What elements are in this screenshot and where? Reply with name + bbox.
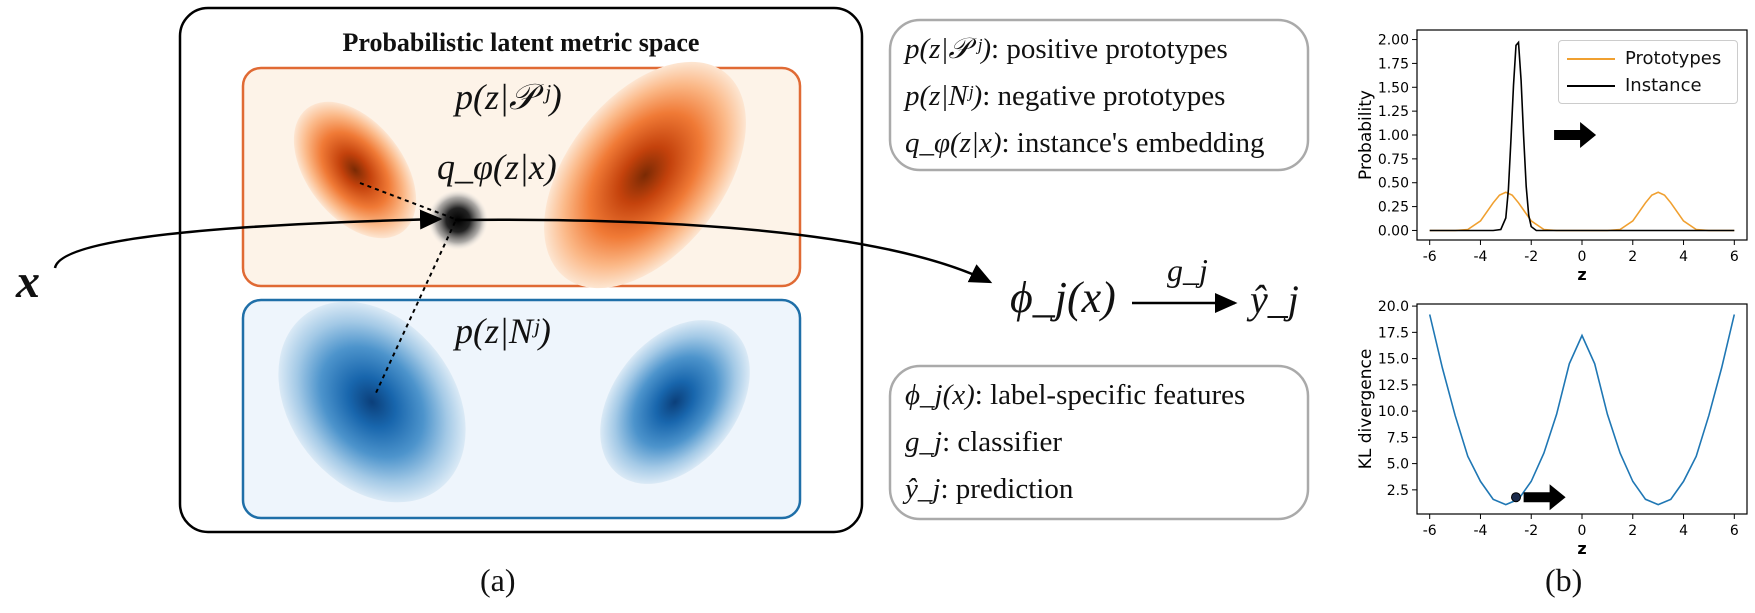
y-tick-label: 15.0: [1378, 352, 1409, 368]
x-tick-label: -6: [1423, 523, 1437, 539]
kl-divergence-chart: -6 -4 -2 0 2 4 6 2.5 5.0 7.5 10.0 12.5 15.0 17.5 20.0 z…: [1356, 299, 1748, 556]
legend-label-instance: Instance: [1625, 75, 1702, 96]
x-tick-label: -6: [1423, 249, 1437, 265]
classifier-label: g_j: [1167, 252, 1208, 288]
y-tick-label: 10.0: [1378, 404, 1409, 420]
chart-legend-item: Instance: [1567, 72, 1729, 99]
instance-embedding-label: q_φ(z|x): [437, 147, 557, 187]
legend-bottom-math-2: ŷ_j: [905, 473, 941, 505]
x-tick-label: 4: [1679, 523, 1688, 539]
y-tick-label: 0.50: [1378, 176, 1409, 192]
feature-arrow: [454, 218, 993, 284]
y-axis-label: Probability: [1356, 90, 1376, 180]
chart-legend: Prototypes Instance: [1558, 40, 1738, 104]
y-tick-label: 2.5: [1387, 483, 1409, 499]
legend-top-text-1: : negative prototypes: [982, 80, 1226, 112]
y-tick-label: 7.5: [1387, 430, 1409, 446]
caption-a: (a): [480, 562, 516, 598]
legend-bottom-item: ϕ_j(x): label-specific features: [905, 372, 1245, 419]
legend-top-math-2: q_φ(z|x): [905, 127, 1002, 159]
x-tick-label: 0: [1578, 523, 1587, 539]
legend-label-prototypes: Prototypes: [1625, 48, 1722, 69]
x-axis-label: z: [1577, 265, 1586, 282]
x-tick-label: -2: [1524, 523, 1538, 539]
legend-bottom-text-2: : prediction: [940, 473, 1074, 505]
series-line-0: [1428, 314, 1736, 506]
legend-bottom-math-1: g_j: [905, 426, 943, 458]
y-tick-label: 1.25: [1378, 104, 1409, 120]
legend-top-list: p(z|𝒫 ʲ): positive prototypes p(z|Nʲ): n…: [905, 26, 1264, 167]
legend-top-item: p(z|𝒫 ʲ): positive prototypes: [905, 26, 1264, 73]
distance-line-positive: [359, 182, 456, 220]
legend-box-bottom: [888, 364, 1310, 521]
instance-marker-point: [1511, 492, 1521, 503]
legend-bottom-list: ϕ_j(x): label-specific features g_j: cla…: [905, 372, 1245, 513]
positive-prototype-label: p(z|𝒫 ʲ): [455, 77, 562, 117]
y-axis-label: KL divergence: [1356, 349, 1376, 470]
x-tick-label: 6: [1730, 249, 1739, 265]
legend-box-top: [888, 18, 1310, 172]
input-x-label: x: [16, 255, 40, 308]
series-line-0: [1429, 191, 1735, 232]
x-tick-label: 4: [1679, 249, 1688, 265]
legend-swatch-prototypes: [1567, 58, 1615, 60]
feature-label: ϕ_j(x): [1010, 273, 1116, 322]
x-tick-label: 2: [1628, 249, 1637, 265]
legend-top-math-1: p(z|Nʲ): [905, 80, 983, 112]
legend-top-text-2: : instance's embedding: [1001, 127, 1265, 159]
shift-arrow-icon: [1554, 122, 1597, 148]
x-tick-label: 2: [1628, 523, 1637, 539]
positive-prototype-blob-1: [293, 101, 417, 239]
legend-bottom-item: g_j: classifier: [905, 419, 1245, 466]
y-tick-label: 0.75: [1378, 152, 1409, 168]
legend-bottom-text-0: : label-specific features: [974, 379, 1246, 411]
probability-chart: -6 -4 -2 0 2 4 6 0.00 0.25 0.50 0.75 1.00 1.25 1.50 1.…: [1356, 29, 1748, 282]
legend-top-item: q_φ(z|x): instance's embedding: [905, 120, 1264, 167]
y-tick-label: 1.00: [1378, 128, 1409, 144]
x-tick-label: 0: [1578, 249, 1587, 265]
prediction-label: ŷ_j: [1250, 277, 1299, 322]
input-arrow: [53, 209, 443, 269]
positive-prototype-blob-2: [544, 61, 746, 289]
x-tick-label: 6: [1730, 523, 1739, 539]
legend-bottom-text-1: : classifier: [942, 426, 1063, 458]
y-tick-label: 0.00: [1378, 223, 1409, 239]
legend-top-math-0: p(z|𝒫 ʲ): [905, 33, 992, 65]
legend-bottom-math-0: ϕ_j(x): [905, 379, 975, 411]
legend-swatch-instance: [1567, 85, 1615, 87]
y-tick-label: 1.50: [1378, 80, 1409, 96]
negative-prototype-label: p(z|Nʲ): [455, 311, 551, 351]
y-tick-label: 1.75: [1378, 56, 1409, 72]
legend-top-text-0: : positive prototypes: [991, 33, 1228, 65]
series-line-1: [1429, 40, 1735, 232]
y-tick-label: 17.5: [1378, 325, 1409, 341]
shift-arrow-icon: [1523, 484, 1566, 511]
latent-space-title: Probabilistic latent metric space: [342, 28, 700, 57]
caption-b: (b): [1545, 562, 1583, 598]
y-tick-label: 5.0: [1387, 457, 1409, 473]
chart-legend-item: Prototypes: [1567, 45, 1729, 72]
y-tick-label: 12.5: [1378, 378, 1409, 394]
negative-prototype-blob-1: [278, 301, 466, 503]
legend-top-item: p(z|Nʲ): negative prototypes: [905, 73, 1264, 120]
y-tick-label: 2.00: [1378, 33, 1409, 49]
x-axis-label: z: [1577, 539, 1586, 556]
x-tick-label: -2: [1524, 249, 1538, 265]
legend-bottom-item: ŷ_j: prediction: [905, 466, 1245, 513]
x-tick-label: -4: [1473, 249, 1487, 265]
y-tick-label: 0.25: [1378, 200, 1409, 216]
negative-prototype-blob-2: [600, 320, 750, 484]
x-tick-label: -4: [1473, 523, 1487, 539]
y-tick-label: 20.0: [1378, 299, 1409, 315]
